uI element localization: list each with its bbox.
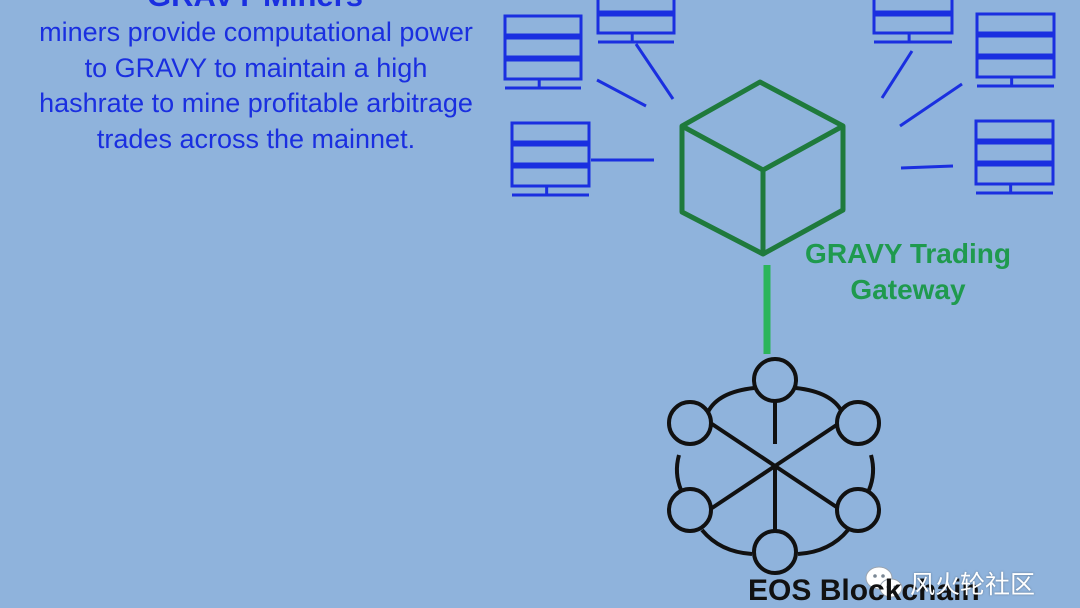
- miner-connection-lines: [591, 43, 963, 170]
- miners-heading: GRAVY Miners: [60, 0, 450, 14]
- miner-connection-line: [596, 78, 647, 108]
- blockchain-network-icon: [667, 357, 881, 575]
- miner-connection-line: [900, 164, 954, 170]
- server-rack-icon: [510, 121, 591, 197]
- watermark-text: 风火轮社区: [910, 570, 1036, 599]
- watermark: 风火轮社区: [864, 563, 1035, 603]
- miners-description: miners provide computational power to GR…: [39, 17, 473, 154]
- gateway-label: GRAVY Trading Gateway: [792, 236, 1024, 308]
- server-rack-icon: [596, 0, 676, 44]
- gateway-label-line-1: GRAVY Trading: [805, 238, 1011, 269]
- server-rack-icon: [975, 12, 1056, 88]
- gateway-cube-icon: [679, 79, 846, 257]
- gateway-label-line-2: Gateway: [850, 274, 966, 305]
- miner-connection-line: [899, 82, 963, 128]
- miner-connection-line: [634, 43, 675, 100]
- server-rack-icon: [503, 14, 583, 90]
- wechat-icon: [865, 566, 903, 598]
- miner-connection-line: [880, 50, 914, 99]
- server-rack-icon: [974, 119, 1055, 195]
- server-rack-icon: [872, 0, 954, 44]
- miner-servers: [503, 0, 1056, 197]
